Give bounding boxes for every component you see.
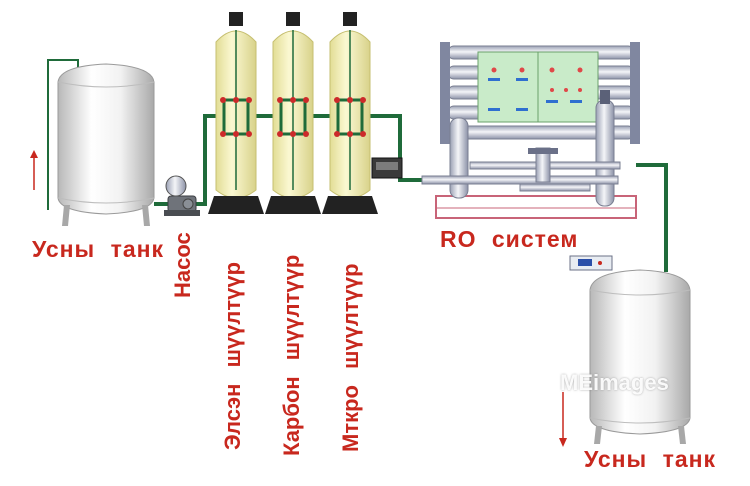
product-tank [559, 269, 691, 447]
tank-leg [62, 205, 70, 226]
sand-filter-vessel [208, 12, 264, 214]
sand-filter-label: Элсэн шүүлтүүр [220, 261, 245, 450]
tank-leg [142, 205, 150, 226]
ro-system-label: RO систем [440, 226, 579, 252]
pump-label: Насос [170, 232, 195, 298]
ro-system [421, 42, 640, 219]
watermark: MEimages [560, 370, 669, 395]
source-tank [30, 59, 155, 226]
filter-vessels [208, 12, 378, 214]
micro-filter-vessel [322, 12, 378, 214]
ro-frame [435, 195, 637, 219]
source-tank-label: Усны танк [32, 236, 165, 262]
product-tank-label: Усны танк [584, 446, 717, 472]
carbon-filter-vessel [265, 12, 321, 214]
flow-controller [569, 255, 613, 271]
pump [164, 175, 200, 216]
micro-filter-label: Мткро шүүлтүүр [338, 263, 363, 452]
tank-inlet-pipe [47, 59, 79, 210]
carbon-filter-label: Карбон шүүлтүүр [279, 254, 304, 456]
